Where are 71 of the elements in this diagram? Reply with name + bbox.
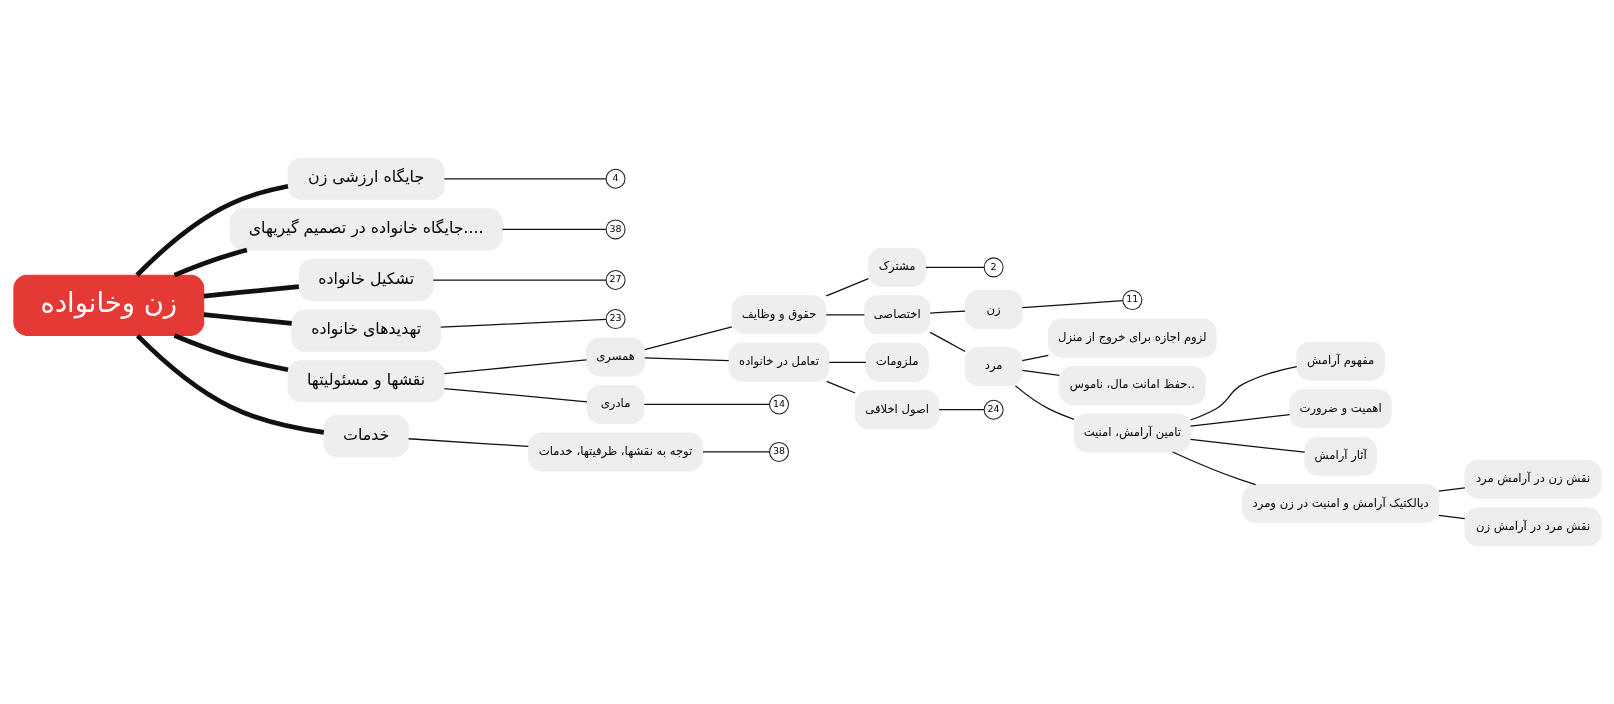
node-box: نقش زن در آرامش مرد	[1464, 459, 1602, 499]
node-box: مرد	[964, 347, 1023, 386]
connector	[501, 228, 607, 231]
node-box: تامین آرامش، امنیت	[1073, 413, 1191, 453]
connector	[1189, 438, 1305, 453]
connector	[1021, 354, 1049, 362]
node-box: خدمات	[322, 415, 409, 458]
node-box: لزوم اجازه برای خروج از منزل	[1047, 318, 1217, 358]
connector	[937, 409, 985, 411]
node-box: آثار آرامش	[1303, 436, 1377, 476]
node-box: مشترک	[867, 247, 926, 287]
node-box: جایگاه خانواده در تصمیم گیریهای....	[229, 208, 503, 251]
node-box: اختصاصی	[863, 295, 930, 335]
node-box: اصول اخلاقی	[854, 390, 939, 430]
connector	[134, 183, 288, 277]
connector	[1014, 385, 1075, 420]
node-box: تشکیل خانواده	[298, 258, 434, 302]
node-box: تعامل در خانواده	[727, 342, 830, 382]
node-circle: 38	[605, 219, 626, 240]
node-circle: 2	[983, 257, 1004, 278]
node-box: توجه به نقشها، ظرفیتها، خدمات	[527, 432, 703, 472]
node-circle: 27	[605, 270, 626, 291]
node-circle: 38	[768, 441, 789, 462]
node-circle: 23	[605, 309, 626, 330]
connector	[203, 284, 299, 299]
connector	[643, 326, 733, 351]
connector	[443, 387, 588, 403]
connector	[432, 279, 607, 281]
connector	[439, 318, 606, 328]
node-box: تهدیدهای خانواده	[290, 309, 441, 352]
node-box: مفهوم آرامش	[1295, 341, 1385, 381]
connector	[173, 247, 248, 278]
node-box: اهمیت و ضرورت	[1288, 389, 1392, 429]
node-box: مادری	[586, 384, 645, 424]
connector	[135, 333, 324, 435]
node-circle: 11	[1121, 290, 1142, 311]
connector	[1189, 366, 1297, 421]
connector	[825, 278, 869, 297]
node-box: ملزومات	[865, 342, 929, 382]
connector	[643, 357, 729, 362]
connector	[643, 403, 770, 406]
node-box: نقشها و مسئولیتها	[287, 360, 445, 403]
connector	[1171, 451, 1256, 486]
node-circle: 14	[768, 394, 789, 415]
connector	[701, 451, 770, 453]
node-box: حقوق و وظایف	[731, 295, 826, 335]
node-box: نقش مرد در آرامش زن	[1464, 507, 1602, 547]
connector	[1437, 514, 1465, 520]
connector	[828, 361, 867, 363]
connector	[203, 312, 292, 326]
node-box: زن	[964, 290, 1023, 330]
connector	[443, 359, 587, 375]
node-box: زن وخانواده	[12, 274, 204, 336]
connector	[924, 266, 985, 268]
connector	[1437, 487, 1465, 492]
connector	[929, 331, 966, 353]
connector	[407, 438, 529, 448]
connector	[1021, 369, 1060, 377]
connector	[443, 178, 606, 180]
connector	[825, 314, 865, 316]
connector	[1021, 300, 1123, 309]
node-box: دیالکتیک آرامش و امنیت در زن ومرد	[1241, 484, 1439, 524]
connector	[1189, 413, 1290, 427]
node-box: همسری	[585, 337, 645, 377]
node-circle: 24	[983, 399, 1004, 420]
node-circle: 4	[605, 168, 626, 189]
connector	[929, 310, 966, 314]
node-box: جایگاه ارزشی زن	[287, 157, 445, 200]
connector	[825, 380, 856, 394]
node-box: حفظ امانت مال، ناموس..	[1058, 365, 1206, 405]
connector	[173, 333, 288, 373]
